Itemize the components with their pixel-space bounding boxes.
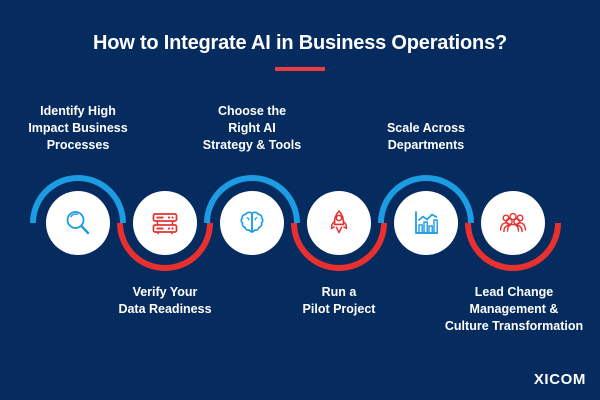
step-label-3-line1: Choose the [217,104,287,118]
step-circle-5[interactable] [394,191,458,255]
xicom-logo: XICOM [533,371,586,388]
step-label-1-line1: Identify High [40,104,116,118]
step-label-4-line1: Run a [321,285,357,299]
step-label-1-line2: Impact Business [28,121,128,135]
step-label-6-line2: Management & [469,302,559,316]
step-label-1: Identify High Impact Business Processes [0,103,156,154]
page-title: How to Integrate AI in Business Operatio… [92,32,508,54]
server-stack-icon [149,207,181,239]
step-label-2-line2: Data Readiness [118,302,212,316]
step-circle-1[interactable] [46,191,110,255]
brain-icon [236,207,268,239]
step-label-6-line1: Lead Change [474,285,554,299]
step-label-2-line1: Verify Your [132,285,198,299]
step-label-3-line2: Right AI [228,121,276,135]
magnifier-icon [62,207,94,239]
step-label-5-line2: Departments [387,138,465,152]
bar-chart-trend-icon [410,207,442,239]
step-label-2: Verify Your Data Readiness [95,284,235,318]
step-label-4-line2: Pilot Project [302,302,376,316]
step-label-4: Run a Pilot Project [275,284,403,318]
people-group-icon [497,207,529,239]
rocket-icon [323,207,355,239]
step-label-3-line3: Strategy & Tools [202,138,302,152]
step-circle-4[interactable] [307,191,371,255]
step-label-6-line3: Culture Transformation [444,319,584,333]
title-accent-rule [275,67,325,71]
step-label-5: Scale Across Departments [361,120,491,154]
step-circle-3[interactable] [220,191,284,255]
step-label-6: Lead Change Management & Culture Transfo… [428,284,600,335]
step-circle-2[interactable] [133,191,197,255]
step-label-1-line3: Processes [46,138,110,152]
step-label-5-line1: Scale Across [386,121,466,135]
step-label-3: Choose the Right AI Strategy & Tools [182,103,322,154]
step-circle-6[interactable] [481,191,545,255]
